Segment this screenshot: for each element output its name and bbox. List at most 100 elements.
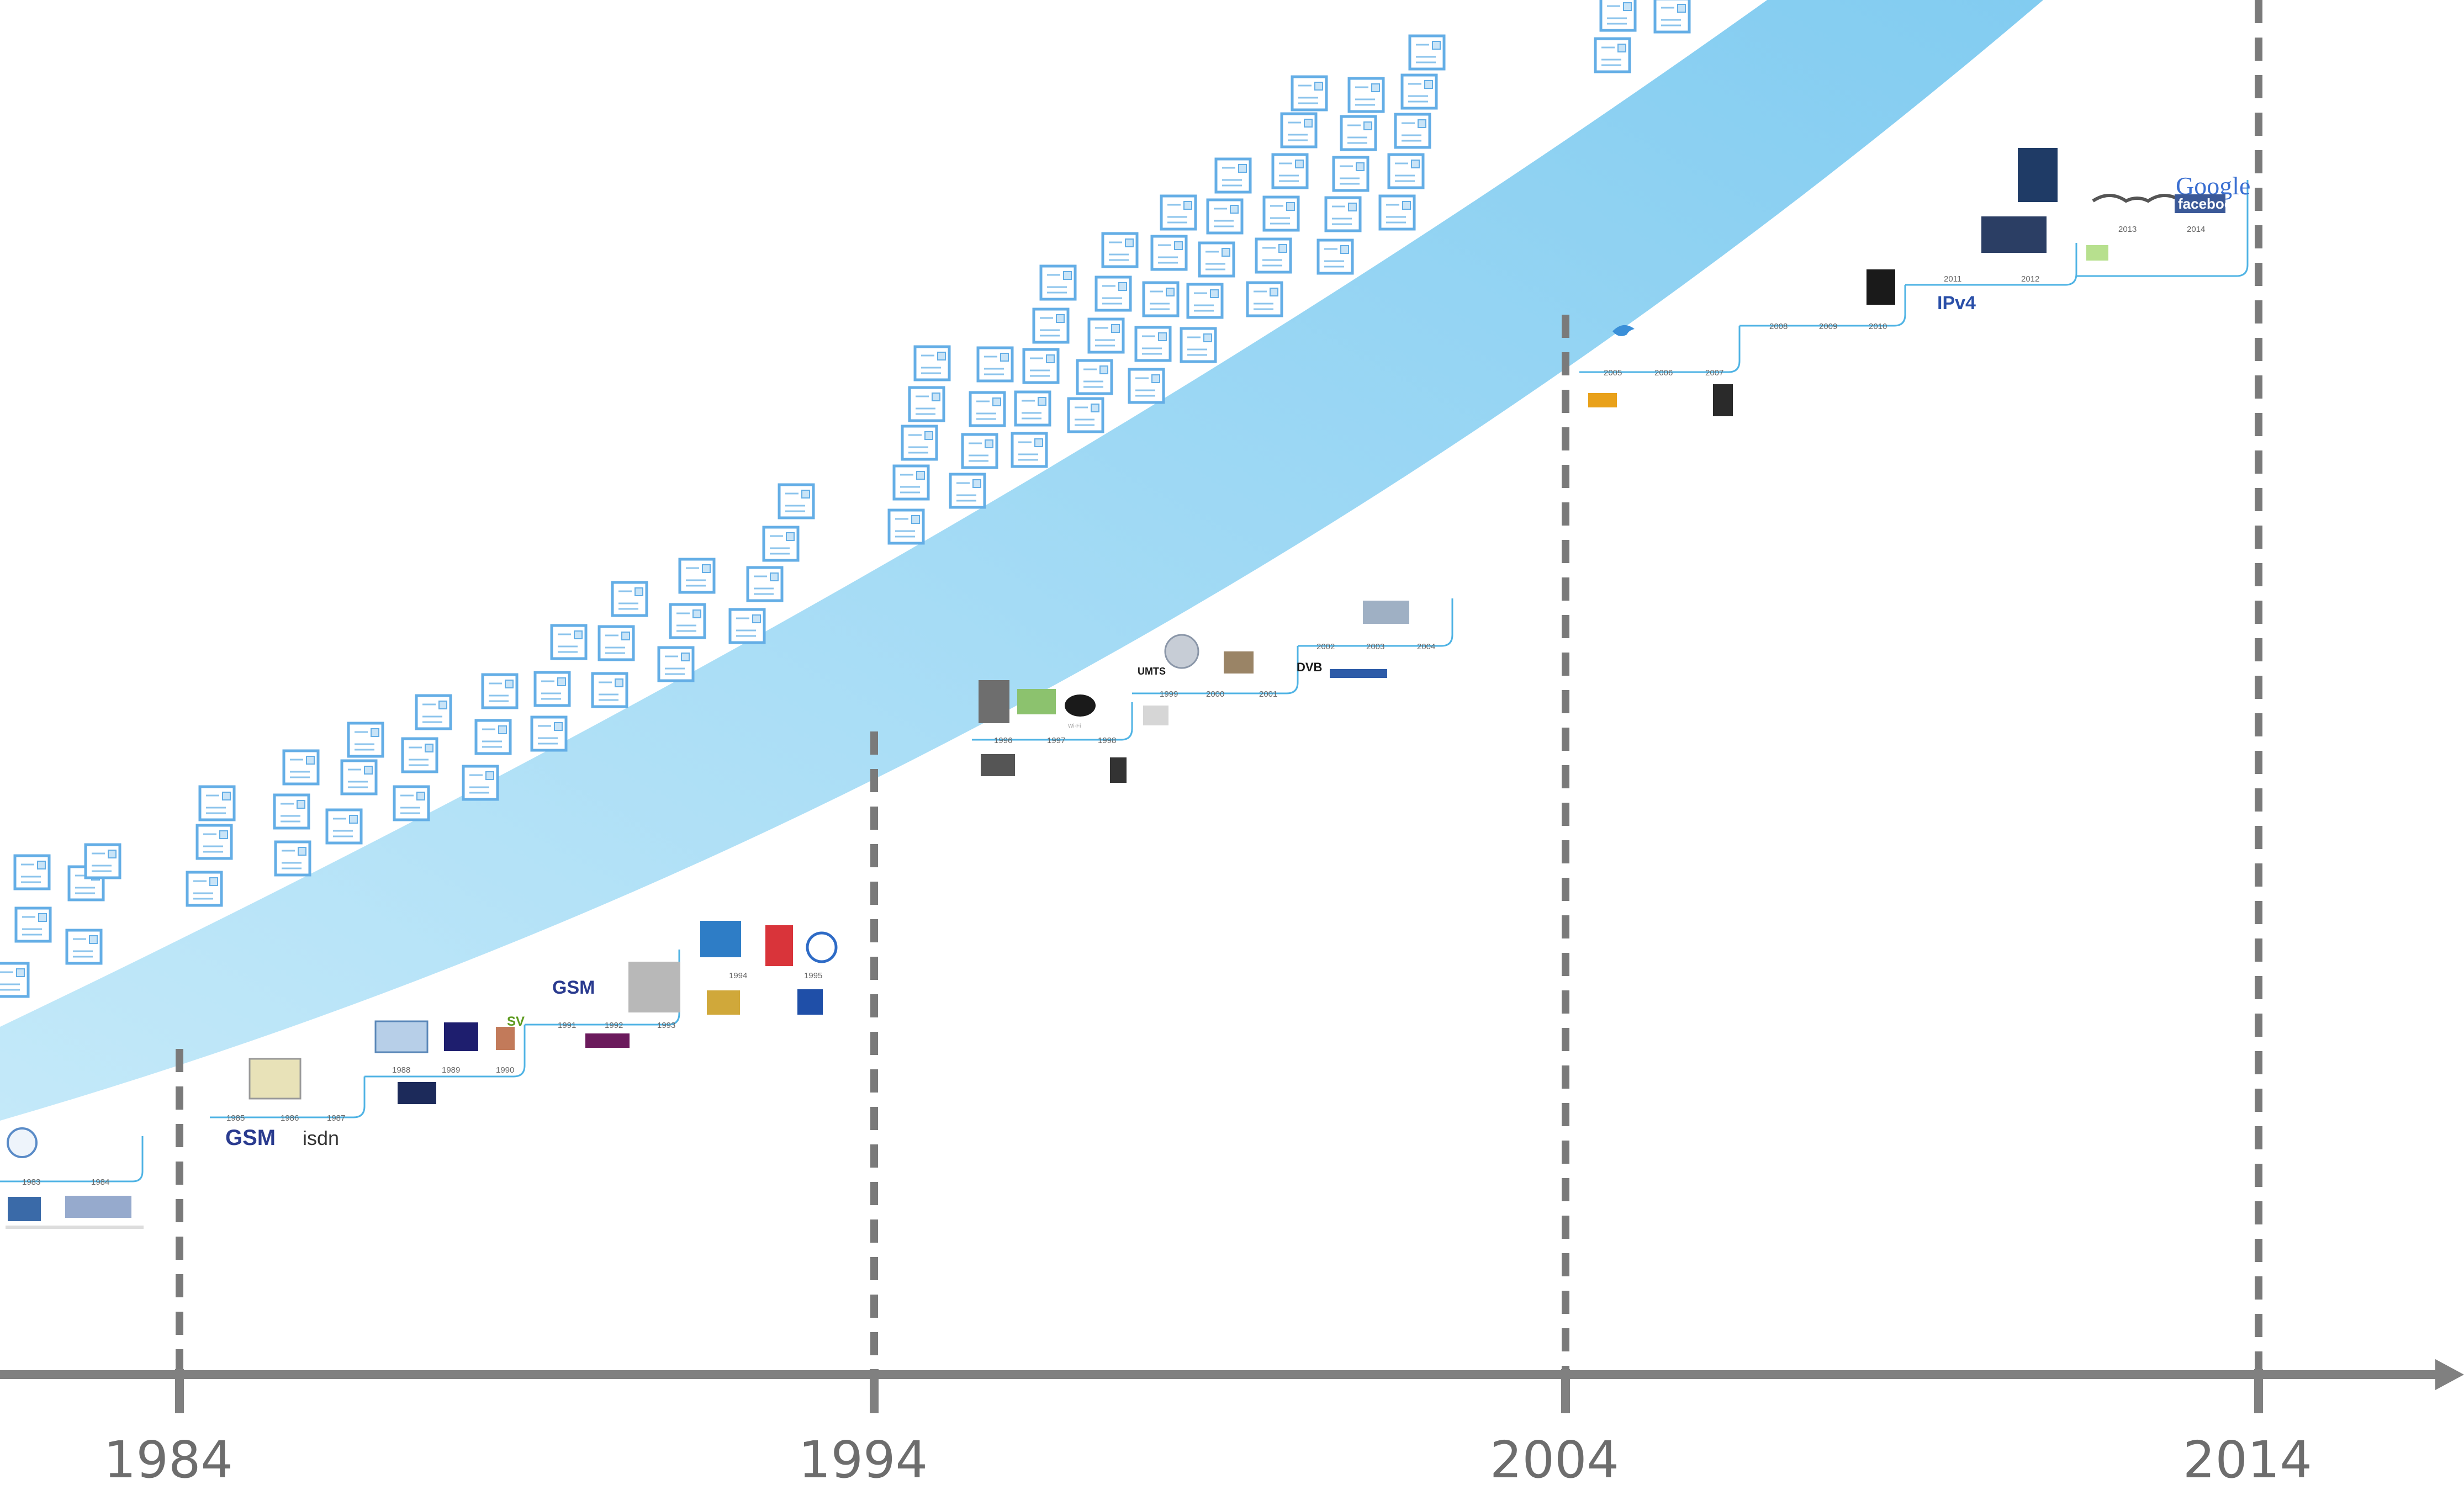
thumbnail-card (401, 737, 438, 773)
thumbnail-card (14, 906, 52, 943)
mini-timeline-4: 1991 1992 1993 GSM (525, 950, 680, 1048)
thumbnail-card (949, 473, 986, 509)
modem-image (979, 680, 1009, 723)
laptop-image (981, 754, 1015, 776)
console-image (1143, 706, 1168, 725)
thumbnail-card (611, 581, 648, 617)
device-image-2 (1224, 651, 1254, 674)
document-image (628, 962, 680, 1012)
mini-timeline-2: 1985 1986 1987 GSM isdn (210, 1058, 366, 1150)
thumbnail-card (1067, 397, 1104, 433)
thumbnail-card (1011, 432, 1048, 468)
thumbnail-card (887, 508, 925, 545)
tool-image (707, 990, 740, 1015)
phone-image-3 (1713, 384, 1733, 416)
mini-timeline-3: 1988 1989 1990 SV (364, 1014, 526, 1104)
thumbnail-card (1160, 194, 1197, 231)
thumbnail-card (550, 624, 588, 660)
thumbnail-card (1271, 153, 1309, 189)
group-photo (1363, 601, 1409, 624)
thumbnail-card (393, 785, 430, 821)
thumbnail-card (347, 722, 384, 758)
thumbnail-card (746, 566, 784, 602)
thumbnail-card (1186, 283, 1224, 319)
thumbnail-card (1142, 281, 1180, 317)
thumbnail-card (533, 671, 571, 707)
phone-image-2 (1110, 757, 1127, 783)
device-image (65, 1196, 131, 1218)
ring-logo (806, 931, 838, 963)
mini-timeline-9: 2005 2006 2007 (1579, 325, 1741, 416)
year-label-1994: 1994 (799, 1430, 928, 1489)
thumbnail-card (1022, 348, 1060, 384)
sv-logo: SV (507, 1014, 525, 1029)
thumbnail-card (762, 526, 800, 562)
thumbnail-card (274, 840, 311, 877)
facebook-badge (2175, 194, 2225, 213)
tl5-year-1: 1994 (729, 971, 747, 980)
tl6-year-2: 1997 (1047, 736, 1065, 745)
thumbnail-card (1291, 75, 1328, 112)
tl11-year-2: 2012 (2021, 274, 2039, 284)
thumbnail-card (1599, 0, 1637, 32)
tl7-year-1: 1999 (1160, 690, 1178, 699)
growth-band (0, 0, 2043, 1121)
thumbnail-card (1316, 238, 1354, 275)
thumbnail-card (1408, 34, 1446, 71)
thumbnail-card (908, 386, 945, 422)
logo-image (1588, 393, 1617, 407)
thumbnail-card (195, 824, 233, 860)
thumbnail-cards (0, 0, 1691, 998)
banner-image (1330, 669, 1387, 678)
thumbnail-card (84, 843, 121, 879)
ipv4-logo: IPv4 (1937, 293, 1976, 314)
computer-image (248, 1058, 302, 1100)
app-logo-image (700, 921, 741, 957)
year-label-2004: 2004 (1490, 1430, 1619, 1489)
thumbnail-card (1387, 153, 1425, 189)
thumbnail-card (1340, 115, 1377, 151)
tl10-year-2: 2009 (1819, 322, 1837, 331)
dvb-logo: DVB (1297, 660, 1322, 674)
thumbnail-card (1378, 194, 1416, 231)
thumbnail-card (530, 715, 568, 752)
gsm-logo: GSM (225, 1126, 276, 1150)
globe-image (1164, 634, 1199, 669)
thumbnail-card (1128, 368, 1165, 404)
tl6-year-1: 1996 (994, 736, 1012, 745)
thumbnail-card (198, 785, 236, 821)
thumbnail-card (961, 433, 998, 469)
thumbnail-card (1039, 264, 1077, 301)
wifi-logo (1065, 694, 1096, 717)
teletext-image (444, 1022, 478, 1051)
tl7-year-2: 2000 (1206, 690, 1224, 699)
thumbnail-card (1087, 317, 1125, 354)
bird-logo (1612, 325, 1635, 336)
thumbnail-card (65, 929, 103, 965)
tl9-year-1: 2005 (1604, 368, 1622, 378)
thumbnail-card (728, 608, 766, 644)
map-image (1017, 689, 1056, 714)
year-label-2014: 2014 (2183, 1430, 2312, 1489)
mini-timeline-5: 1994 1995 (700, 921, 838, 1015)
thumbnail-card (1206, 198, 1244, 235)
tl8-year-3: 2004 (1417, 642, 1435, 651)
portrait-image (496, 1027, 515, 1050)
thumbnail-card (1014, 390, 1051, 427)
year-label-1984: 1984 (104, 1430, 233, 1489)
thumbnail-card (1150, 235, 1188, 271)
thumbnail-card (1094, 275, 1132, 312)
mini-timeline-10: 2008 2009 2010 (1739, 269, 1906, 331)
book-image (2018, 148, 2058, 202)
thumbnail-card (1347, 77, 1385, 113)
thumbnail-card (1332, 156, 1370, 192)
tl1-year-1: 1983 (22, 1178, 40, 1187)
caption-lines (6, 1226, 144, 1229)
thumbnail-card (591, 672, 628, 708)
thumbnail-card (1653, 0, 1691, 34)
thumbnail-card (13, 854, 51, 890)
tl2-year-2: 1986 (281, 1113, 299, 1123)
night-photo (398, 1082, 436, 1104)
windows-logo (797, 989, 823, 1015)
glasses-image (2092, 194, 2182, 203)
